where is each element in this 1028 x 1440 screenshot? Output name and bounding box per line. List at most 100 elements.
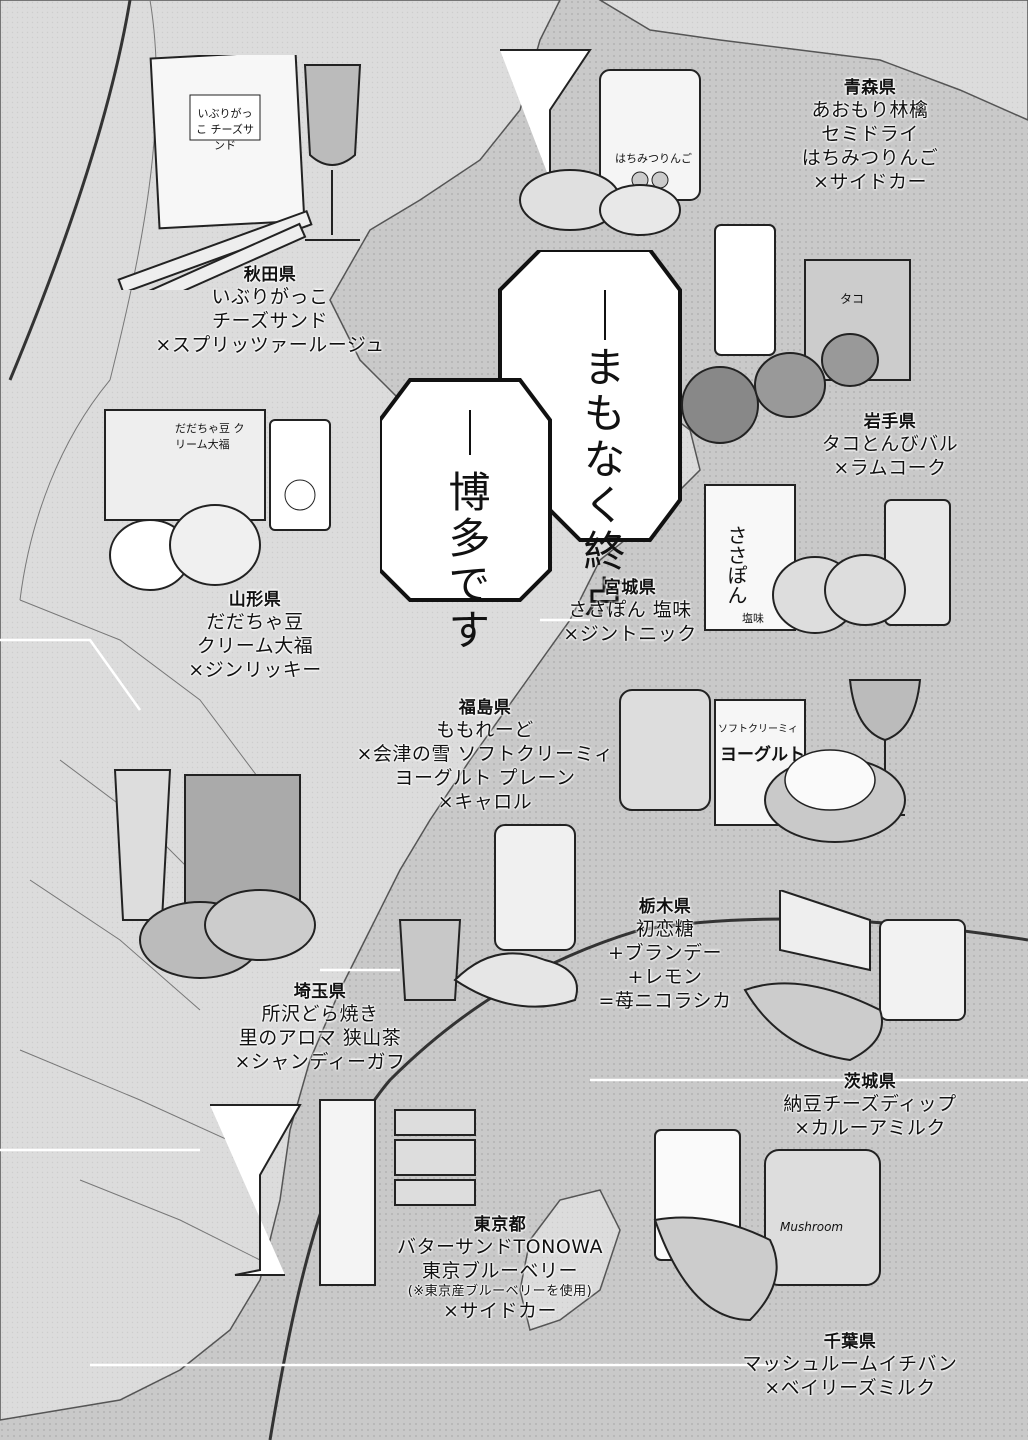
label-line: あおもり林檎 xyxy=(811,99,929,122)
label-line: 納豆チーズディップ xyxy=(783,1093,957,1116)
highball-glass-icon xyxy=(714,224,776,356)
announcement-line-1: まもなく終点 xyxy=(577,345,626,621)
sidecar-glass-icon xyxy=(210,1104,302,1276)
saitama-illustration xyxy=(113,769,316,979)
cocktail-glass-icon xyxy=(500,49,592,191)
apple-bag-icon xyxy=(599,69,701,201)
label-saitama: 埼玉県 所沢どら焼き 里のアロマ 狭山茶 ×シャンディーガフ xyxy=(220,982,420,1075)
dip-bread-icon xyxy=(743,982,883,1062)
strawberry-icon xyxy=(453,952,578,1008)
label-line: ささぽん 塩味 xyxy=(568,599,692,622)
label-line: 東京ブルーベリー xyxy=(421,1260,578,1282)
tako-fritter-icon xyxy=(681,366,759,444)
label-line: タコとんびバル xyxy=(821,433,959,456)
label-line: マッシュルームイチバン xyxy=(742,1353,958,1376)
akita-illustration xyxy=(117,55,362,290)
label-line: ×キャロル xyxy=(437,790,533,813)
aomori-illustration xyxy=(500,49,701,236)
label-line: +ブランデー xyxy=(608,942,722,964)
pref-name: 埼玉県 xyxy=(293,982,347,1002)
tokyo-illustration xyxy=(210,1099,476,1286)
label-line: ×シャンディーガフ xyxy=(234,1050,406,1073)
label-line: ×スプリッツァールージュ xyxy=(155,333,385,356)
peninsula xyxy=(519,1189,621,1331)
tochigi-illustration xyxy=(398,824,578,1008)
chiba-illustration xyxy=(653,1129,881,1322)
label-line: はちみつりんご xyxy=(801,146,939,169)
pref-name: 東京都 xyxy=(473,1215,527,1235)
label-line: ×ジンリッキー xyxy=(188,658,322,681)
rickey-glass-icon xyxy=(269,419,331,531)
label-line: クリーム大福 xyxy=(196,635,314,657)
label-line: =苺ニコラシカ xyxy=(598,989,732,1012)
pref-name: 岩手県 xyxy=(863,412,917,432)
label-line: 所沢どら焼き xyxy=(261,1003,379,1026)
yamagata-illustration xyxy=(104,409,331,591)
wine-glass-icon xyxy=(303,64,362,241)
northern-land xyxy=(598,0,1028,121)
miyagi-illustration xyxy=(704,484,951,634)
iwate-package-text: タコ xyxy=(840,292,865,306)
shandy-glass-icon xyxy=(113,769,172,921)
ibaraki-illustration xyxy=(743,890,966,1062)
label-ibaraki: 茨城県 納豆チーズディップ ×カルーアミルク xyxy=(760,1072,980,1141)
label-line: ×ベイリーズミルク xyxy=(764,1377,936,1399)
label-tokyo: 東京都 バターサンドTONOWA 東京ブルーベリー (※東京産ブルーベリーを使用… xyxy=(370,1215,630,1324)
aomori-package-text: はちみつりんご xyxy=(615,152,692,165)
pref-name: 宮城県 xyxy=(603,578,657,598)
momore-jar-icon xyxy=(619,689,711,811)
label-line: ×サイドカー xyxy=(443,1300,557,1322)
pref-name: 福島県 xyxy=(458,698,512,718)
label-line: +レモン xyxy=(627,965,703,988)
iwate-illustration xyxy=(681,224,911,444)
label-yamagata: 山形県 だだちゃ豆 クリーム大福 ×ジンリッキー xyxy=(155,590,355,683)
miyagi-package-text: ささぽん xyxy=(724,525,748,605)
hatsukoi-jar-icon xyxy=(494,824,576,951)
announcement-sign xyxy=(380,250,682,602)
label-line: ×ラムコーク xyxy=(833,457,947,479)
label-line: ももれーど xyxy=(436,719,534,742)
label-aomori: 青森県 あおもり林檎 セミドライ はちみつりんご ×サイドカー xyxy=(755,78,985,194)
pref-name: 栃木県 xyxy=(638,897,692,917)
label-line: 初恋糖 xyxy=(635,918,695,941)
miyagi-salt-text: 塩味 xyxy=(742,612,764,625)
tonowa-box-icon xyxy=(319,1099,376,1286)
announcement-line-2: 博多です xyxy=(442,470,491,654)
label-iwate: 岩手県 タコとんびバル ×ラムコーク xyxy=(790,412,990,481)
label-tochigi: 栃木県 初恋糖 +ブランデー +レモン =苺ニコラシカ xyxy=(595,897,735,1013)
mushroom-toast-icon xyxy=(653,1216,778,1322)
label-line: いぶりがっこ xyxy=(211,286,329,309)
butter-sand-icon xyxy=(394,1109,476,1206)
chiba-jar-text: Mushroom xyxy=(780,1220,844,1234)
label-note: (※東京産ブルーベリーを使用) xyxy=(407,1283,593,1299)
yamagata-package-text: だだちゃ豆 クリーム大福 xyxy=(175,422,245,451)
nikolaschka-glass-icon xyxy=(398,919,462,1001)
leader-lines xyxy=(0,618,1028,1367)
label-line: セミドライ xyxy=(821,123,919,145)
fukushima-box-top: ソフトクリーミィ xyxy=(718,724,798,735)
label-akita: 秋田県 いぶりがっこ チーズサンド ×スプリッツァールージュ xyxy=(150,265,390,358)
label-line: ×サイドカー xyxy=(813,170,927,193)
cheese-stick-icon xyxy=(117,209,313,290)
fukushima-box-text: ヨーグルト xyxy=(720,745,805,765)
label-chiba: 千葉県 マッシュルームイチバン ×ベイリーズミルク xyxy=(720,1332,980,1401)
label-line: だだちゃ豆 xyxy=(206,611,304,634)
akita-package-text: いぶりがっこ チーズサンド xyxy=(196,107,254,152)
kahlua-glass-icon xyxy=(879,919,966,1021)
label-line: ×カルーアミルク xyxy=(794,1117,946,1139)
label-line: チーズサンド xyxy=(211,310,329,332)
label-line: ヨーグルト プレーン xyxy=(394,766,576,789)
label-fukushima: 福島県 ももれーど ×会津の雪 ソフトクリーミィ ヨーグルト プレーン ×キャロ… xyxy=(340,698,630,814)
label-miyagi: 宮城県 ささぽん 塩味 ×ジントニック xyxy=(540,578,720,647)
pref-name: 青森県 xyxy=(843,78,897,98)
pref-name: 茨城県 xyxy=(843,1072,897,1092)
natto-cheese-icon xyxy=(779,890,871,972)
fukushima-illustration xyxy=(619,679,922,843)
pref-name: 千葉県 xyxy=(823,1332,877,1352)
label-line: バターサンドTONOWA xyxy=(396,1236,604,1259)
label-line: ×会津の雪 ソフトクリーミィ xyxy=(356,743,614,765)
label-line: 里のアロマ 狭山茶 xyxy=(238,1027,402,1049)
pref-name: 山形県 xyxy=(228,590,282,610)
pref-name: 秋田県 xyxy=(243,265,297,285)
